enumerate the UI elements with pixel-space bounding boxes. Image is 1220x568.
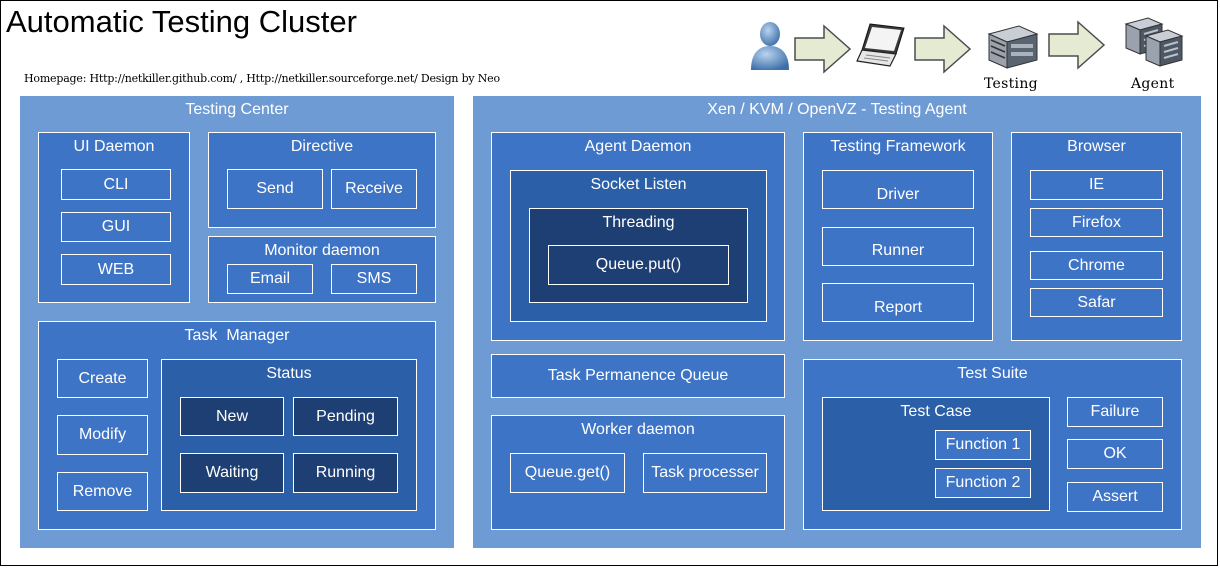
report-box: Report [822, 283, 974, 322]
status-waiting-label: Waiting [205, 464, 259, 481]
task-processer-box: Task processer [643, 453, 767, 493]
sms-box: SMS [331, 264, 417, 294]
email-box: Email [227, 264, 313, 294]
browser-chrome-label: Chrome [1068, 256, 1125, 274]
testing-agent-title: Xen / KVM / OpenVZ - Testing Agent [707, 101, 967, 118]
gui-box: GUI [61, 212, 171, 242]
create-box: Create [57, 359, 148, 398]
status-waiting-box: Waiting [180, 453, 284, 493]
page-title: Automatic Testing Cluster [6, 4, 357, 39]
ok-box: OK [1067, 439, 1163, 469]
browser-chrome-box: Chrome [1030, 251, 1163, 280]
directive-title: Directive [290, 138, 354, 155]
status-new-box: New [180, 397, 284, 436]
socket-listen-title: Socket Listen [590, 176, 687, 193]
sms-label: SMS [356, 270, 392, 287]
status-new-label: New [215, 407, 248, 425]
browser-safari-box: Safar [1030, 288, 1163, 317]
browser-safari-label: Safar [1077, 293, 1116, 311]
receive-label: Receive [345, 180, 403, 197]
cli-label: CLI [103, 175, 129, 193]
user-icon [751, 22, 789, 70]
arrow-right-icon [1048, 20, 1106, 70]
status-title: Status [266, 365, 312, 382]
status-pending-box: Pending [293, 397, 398, 436]
threading-title: Threading [602, 214, 675, 231]
web-label: WEB [97, 260, 135, 278]
send-label: Send [256, 180, 294, 197]
testing-label: Testing [984, 76, 1038, 92]
ok-label: OK [1103, 445, 1127, 462]
modify-box: Modify [57, 415, 148, 455]
remove-box: Remove [57, 472, 148, 511]
queue-put-box: Queue.put() [548, 245, 729, 285]
arrow-right-icon [794, 24, 852, 74]
send-box: Send [227, 169, 323, 209]
queue-get-label: Queue.get() [524, 464, 611, 481]
create-label: Create [78, 369, 127, 387]
function-2-label: Function 2 [945, 474, 1021, 491]
task-permanence-queue-label: Task Permanence Queue [547, 367, 729, 384]
homepage-credit: Homepage: Http://netkiller.github.com/ ,… [24, 72, 500, 85]
agent-daemon-title: Agent Daemon [584, 138, 692, 155]
task-manager-title: Task Manager [184, 327, 290, 344]
runner-label: Runner [871, 242, 925, 259]
function-2-box: Function 2 [935, 468, 1031, 498]
modify-label: Modify [78, 426, 127, 443]
test-suite-title: Test Suite [957, 365, 1028, 382]
status-pending-label: Pending [316, 407, 375, 425]
browser-firefox-label: Firefox [1072, 213, 1121, 231]
receive-box: Receive [331, 169, 417, 209]
worker-daemon-title: Worker daemon [581, 421, 695, 438]
report-label: Report [873, 299, 923, 316]
testing-center-title: Testing Center [185, 101, 289, 118]
browser-firefox-box: Firefox [1030, 208, 1163, 237]
assert-box: Assert [1067, 482, 1163, 512]
assert-label: Assert [1092, 488, 1138, 505]
test-case-title: Test Case [900, 403, 972, 420]
browser-title: Browser [1067, 138, 1126, 155]
runner-box: Runner [822, 227, 974, 266]
status-running-box: Running [293, 453, 398, 493]
failure-label: Failure [1090, 403, 1140, 420]
cli-box: CLI [61, 169, 171, 200]
failure-box: Failure [1067, 397, 1163, 427]
testing-framework-title: Testing Framework [830, 138, 966, 155]
ui-daemon-title: UI Daemon [73, 138, 155, 155]
queue-put-label: Queue.put() [595, 256, 682, 273]
task-permanence-queue-box: Task Permanence Queue [491, 354, 785, 398]
agent-label: Agent [1131, 76, 1175, 92]
remove-label: Remove [72, 482, 133, 500]
server-icon [987, 25, 1039, 69]
function-1-box: Function 1 [935, 430, 1031, 460]
queue-get-box: Queue.get() [510, 453, 625, 493]
email-label: Email [249, 270, 290, 287]
function-1-label: Function 1 [945, 436, 1021, 453]
monitor-daemon-title: Monitor daemon [264, 242, 380, 259]
arrow-right-icon [914, 24, 972, 74]
laptop-icon [856, 23, 905, 67]
server-rack-icon [1124, 17, 1184, 67]
web-box: WEB [61, 254, 171, 285]
status-running-label: Running [315, 464, 376, 481]
gui-label: GUI [101, 218, 131, 235]
browser-ie-label: IE [1088, 176, 1105, 193]
task-processer-label: Task processer [651, 464, 759, 481]
browser-ie-box: IE [1030, 170, 1163, 200]
driver-box: Driver [822, 170, 974, 209]
driver-label: Driver [876, 186, 920, 203]
